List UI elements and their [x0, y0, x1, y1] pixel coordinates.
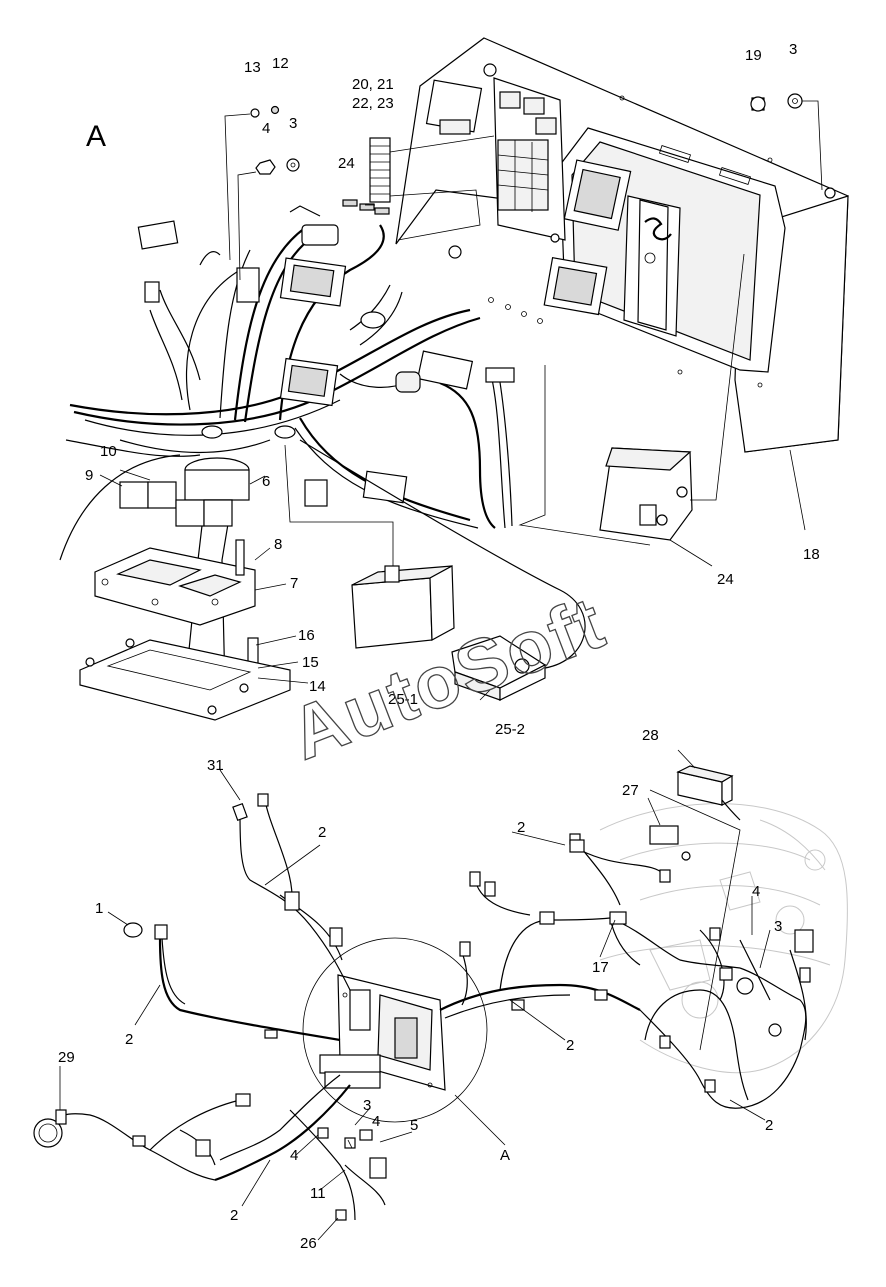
label-18: 18 — [803, 546, 820, 563]
label-9: 9 — [85, 467, 93, 484]
label-29: 29 — [58, 1049, 75, 1066]
label-2-bottom: 2 — [230, 1207, 238, 1224]
detail-circle — [302, 937, 488, 1123]
label-24-relay: 24 — [717, 571, 734, 588]
label-3: 3 — [289, 115, 297, 132]
label-2-middle: 2 — [517, 819, 525, 836]
label-3-bottom: 3 — [363, 1097, 371, 1114]
label-25-1: 25-1 — [388, 691, 418, 708]
label-4: 4 — [262, 120, 270, 137]
engine-outline — [599, 803, 848, 1074]
grommet-base-assembly — [59, 439, 291, 721]
controller-unit — [543, 127, 786, 373]
label-2-center: 2 — [566, 1037, 574, 1054]
cab-electrical-plate — [319, 974, 446, 1091]
label-4-bottom: 4 — [290, 1147, 298, 1164]
label-12: 12 — [272, 55, 289, 72]
fuse-relay-board — [425, 77, 566, 243]
label-3-right: 3 — [774, 918, 782, 935]
fuse-strip — [342, 135, 495, 241]
label-13: 13 — [244, 59, 261, 76]
label-25-2: 25-2 — [495, 721, 525, 738]
detail-label: A — [500, 1147, 510, 1164]
label-3-top: 3 — [789, 41, 797, 58]
fasteners — [224, 93, 823, 281]
label-19: 19 — [745, 47, 762, 64]
label-5: 5 — [410, 1117, 418, 1134]
label-10: 10 — [100, 443, 117, 460]
label-7: 7 — [290, 575, 298, 592]
label-4-right: 4 — [752, 883, 760, 900]
label-26: 26 — [300, 1235, 317, 1252]
label-24-fuse: 24 — [338, 155, 355, 172]
label-15: 15 — [302, 654, 319, 671]
label-2-right: 2 — [765, 1117, 773, 1134]
leader-lines-lower — [59, 749, 771, 1241]
label-14: 14 — [309, 678, 326, 695]
relay-24 — [599, 253, 745, 541]
detail-leader — [454, 1094, 506, 1146]
label-6: 6 — [262, 473, 270, 490]
label-27: 27 — [622, 782, 639, 799]
harness-connectors — [137, 205, 515, 507]
label-2-left: 2 — [125, 1031, 133, 1048]
module-25-1 — [284, 444, 455, 649]
label-17: 17 — [592, 959, 609, 976]
label-16: 16 — [298, 627, 315, 644]
label-22-23: 22, 23 — [352, 95, 394, 112]
module-25-2 — [299, 439, 586, 701]
label-20-21: 20, 21 — [352, 76, 394, 93]
label-28: 28 — [642, 727, 659, 744]
harness-2-routes — [55, 799, 807, 1221]
label-1: 1 — [95, 900, 103, 917]
label-8: 8 — [274, 536, 282, 553]
label-31: 31 — [207, 757, 224, 774]
lower-components — [33, 765, 814, 1221]
label-4-bottom-2: 4 — [372, 1113, 380, 1130]
label-11: 11 — [310, 1185, 326, 1202]
view-letter: A — [86, 120, 106, 153]
leader-lines-upper — [99, 204, 806, 701]
label-2-upper: 2 — [318, 824, 326, 841]
